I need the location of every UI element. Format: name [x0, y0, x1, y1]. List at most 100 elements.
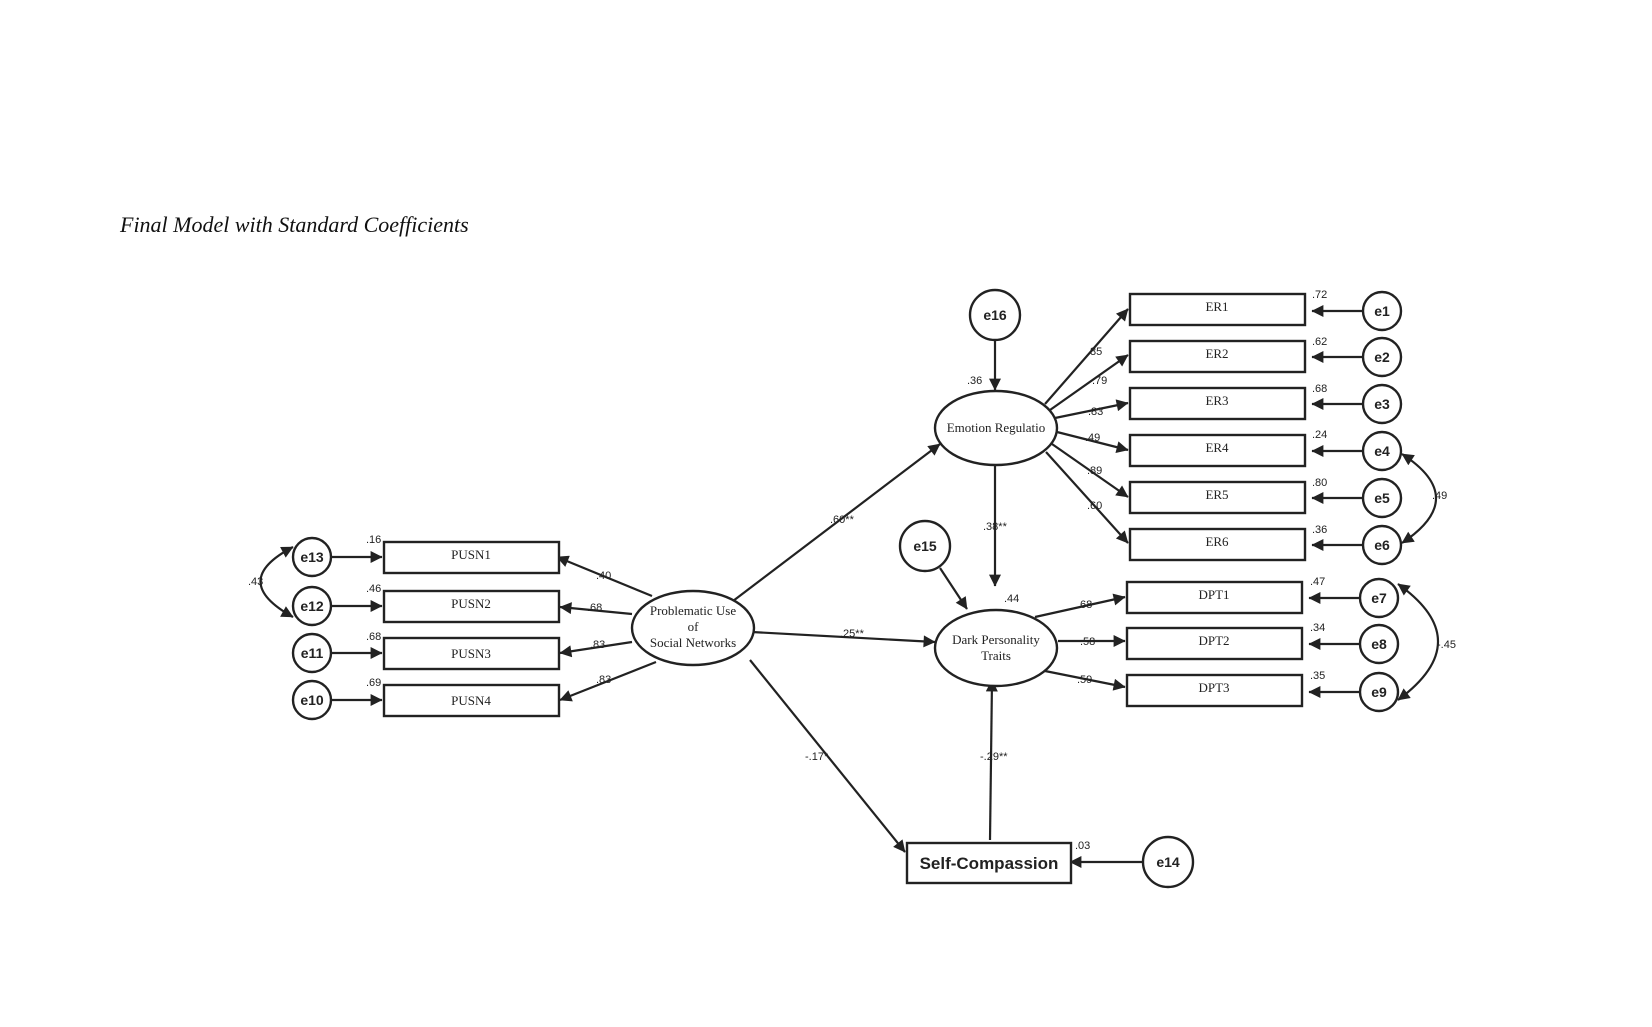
pusn2-label: PUSN2: [451, 596, 491, 611]
coef-pusn-er: .60**: [830, 514, 855, 526]
loading-er3: [1054, 399, 1129, 420]
pusn3-label: PUSN3: [451, 646, 491, 661]
pusn2-box: PUSN2: [382, 589, 561, 624]
pusn3-box: PUSN3: [382, 636, 561, 671]
er6-label: ER6: [1205, 534, 1229, 549]
pusn1-label: PUSN1: [451, 547, 491, 562]
svg-text:e8: e8: [1371, 636, 1387, 652]
svg-text:e15: e15: [913, 538, 937, 554]
svg-text:e4: e4: [1374, 443, 1390, 459]
pusn-latent-label-3: Social Networks: [650, 635, 736, 650]
svg-text:e1: e1: [1374, 303, 1390, 319]
error-e10: e10: [291, 679, 333, 721]
coef-er6: .60: [1087, 500, 1102, 512]
er-latent: Emotion Regulatio: [933, 389, 1059, 467]
er3-label: ER3: [1205, 393, 1228, 408]
dpt2-box: DPT2: [1125, 626, 1304, 661]
error-e4: e4: [1361, 430, 1403, 472]
pusn4-box: PUSN4: [382, 683, 561, 718]
er-latent-label: Emotion Regulatio: [947, 420, 1046, 435]
dpt-latent-label-2: Traits: [981, 648, 1011, 663]
figure-caption: Final Model with Standard Coefficients: [120, 212, 469, 237]
er5-label: ER5: [1205, 487, 1228, 502]
pusn-latent-label-2: of: [688, 619, 700, 634]
svg-text:e12: e12: [300, 598, 324, 614]
r2-er-latent: .36: [967, 375, 982, 387]
error-e15: e15: [898, 519, 952, 573]
pusn4-label: PUSN4: [451, 693, 491, 708]
er4-box: ER4: [1128, 433, 1307, 468]
coef-er2: .79: [1092, 375, 1107, 387]
er1-box: ER1: [1128, 292, 1307, 327]
error-e7: e7: [1358, 577, 1400, 619]
r2-er1: .72: [1312, 289, 1327, 301]
er2-box: ER2: [1128, 339, 1307, 374]
r2-er5: .80: [1312, 477, 1327, 489]
loading-pusn1: [556, 555, 653, 598]
path-sc-to-dpt: [985, 679, 998, 841]
error-e5: e5: [1361, 477, 1403, 519]
coef-pusn-sc: -.17*: [805, 751, 829, 763]
error-e16: e16: [968, 288, 1022, 342]
coef-pusn1: .40: [596, 570, 611, 582]
svg-text:e2: e2: [1374, 349, 1390, 365]
path-pusn-to-dpt: [751, 630, 936, 648]
error-e12: e12: [291, 585, 333, 627]
svg-text:e16: e16: [983, 307, 1007, 323]
error-e1: e1: [1361, 290, 1403, 332]
er6-box: ER6: [1128, 527, 1307, 562]
r2-pusn3: .68: [366, 631, 381, 643]
cov-e13-e12: [259, 546, 294, 618]
svg-text:e6: e6: [1374, 537, 1390, 553]
coef-sc-dpt: -.29**: [980, 751, 1008, 763]
coef-pusn4: .83: [596, 674, 611, 686]
error-e14: e14: [1141, 835, 1195, 889]
svg-text:e9: e9: [1371, 684, 1387, 700]
loading-pusn3: [559, 640, 633, 658]
loading-er6: [1045, 451, 1129, 544]
er3-box: ER3: [1128, 386, 1307, 421]
er4-label: ER4: [1205, 440, 1229, 455]
self-compassion-label: Self-Compassion: [920, 854, 1059, 873]
coef-er-dpt: .38**: [983, 521, 1008, 533]
dpt3-label: DPT3: [1198, 680, 1229, 695]
coef-pusn2: .68: [587, 602, 602, 614]
r2-pusn1: .16: [366, 534, 381, 546]
r2-er6: .36: [1312, 524, 1327, 536]
path-e15-to-dpt: [939, 567, 968, 610]
loading-er4: [1056, 430, 1129, 454]
svg-text:e10: e10: [300, 692, 324, 708]
r2-dpt-latent: .44: [1004, 593, 1019, 605]
loading-er2: [1049, 354, 1129, 411]
cov-e4-e6: [1401, 453, 1438, 544]
r2-er2: .62: [1312, 336, 1327, 348]
error-e2: e2: [1361, 336, 1403, 378]
error-e11: e11: [291, 632, 333, 674]
r2-self-compassion: .03: [1075, 840, 1090, 852]
cov-label-e7-e9: -.45: [1437, 639, 1456, 651]
coef-er5: .89: [1087, 465, 1102, 477]
r2-dpt2: .34: [1310, 622, 1325, 634]
dpt3-box: DPT3: [1125, 673, 1304, 708]
svg-text:e11: e11: [301, 645, 324, 661]
dpt-latent: Dark Personality Traits: [933, 608, 1059, 688]
svg-text:e7: e7: [1371, 590, 1387, 606]
coef-er1: .85: [1087, 346, 1102, 358]
r2-pusn2: .46: [366, 583, 381, 595]
svg-text:e13: e13: [300, 549, 324, 565]
cov-e7-e9: [1397, 583, 1440, 701]
er1-label: ER1: [1205, 299, 1228, 314]
r2-dpt1: .47: [1310, 576, 1325, 588]
pusn-latent-label-1: Problematic Use: [650, 603, 737, 618]
error-e8: e8: [1358, 623, 1400, 665]
svg-text:e14: e14: [1156, 854, 1180, 870]
pusn1-box: PUSN1: [382, 540, 561, 575]
pusn-latent: Problematic Use of Social Networks: [630, 589, 756, 667]
error-e6: e6: [1361, 524, 1403, 566]
coef-er4: .49: [1085, 432, 1100, 444]
loading-dpt1: [1034, 593, 1126, 619]
error-e9: e9: [1358, 671, 1400, 713]
dpt1-label: DPT1: [1198, 587, 1229, 602]
dpt1-box: DPT1: [1125, 580, 1304, 615]
